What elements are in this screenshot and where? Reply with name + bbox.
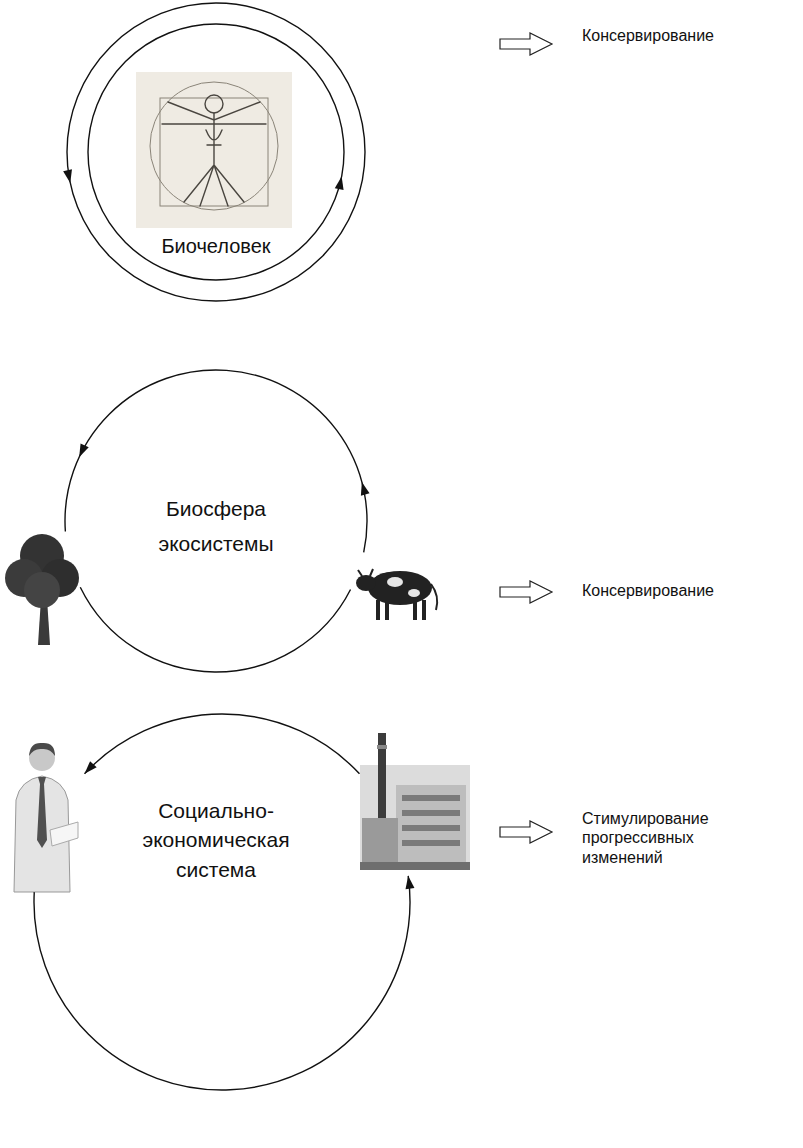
cycle-circle: Социально- экономическая система <box>34 714 410 1090</box>
circle-title: Социально- экономическая система <box>121 796 311 884</box>
cycle-arc <box>34 876 410 1090</box>
outcome-label: Консервирование <box>582 581 714 600</box>
cycle-arc <box>65 370 367 552</box>
hollow-arrow <box>500 33 552 55</box>
circle-title: Биочеловек <box>116 234 316 258</box>
factory-sky <box>360 765 470 870</box>
cow-leg <box>422 600 426 620</box>
factory-ground <box>360 862 470 870</box>
cycle-arrowhead <box>79 444 89 458</box>
cow-leg <box>385 600 389 620</box>
person-tie <box>37 777 47 848</box>
label-box: Стимулирование прогрессивных изменений <box>582 809 732 868</box>
cycle-circle: Биосфера экосистемы <box>65 370 367 672</box>
circle-text-box: Социально- экономическая система <box>121 796 311 884</box>
circle-text-box: Биочеловек <box>116 234 316 258</box>
circle-text-box: Биосфера экосистемы <box>146 492 286 561</box>
cow-body <box>368 571 432 605</box>
person-hair <box>29 743 55 756</box>
cow-tail <box>431 584 437 610</box>
cow-spot <box>408 589 420 597</box>
label-box: Консервирование <box>582 581 714 600</box>
cow-picture <box>356 569 437 620</box>
cow-leg <box>413 600 417 620</box>
factory-windows <box>402 825 460 831</box>
tree-crown <box>24 572 60 608</box>
factory-windows <box>402 810 460 816</box>
cycle-arc <box>88 24 344 280</box>
cycle-arrowhead <box>406 876 415 890</box>
outcome-label: Стимулирование прогрессивных изменений <box>582 809 732 868</box>
cycle-arrowhead <box>361 482 370 496</box>
cycle-arrowhead <box>335 176 344 190</box>
drawing-circle <box>150 82 278 210</box>
cycle-arc <box>80 587 350 672</box>
factory-building <box>396 785 466 865</box>
hollow-arrow <box>500 821 552 843</box>
circle-title: Биосфера экосистемы <box>146 492 286 561</box>
tree-picture <box>5 534 79 645</box>
hollow-arrow <box>500 581 552 603</box>
cycle-arc <box>67 3 365 301</box>
cycle-outline <box>34 714 410 1090</box>
cow-horns <box>358 569 373 576</box>
factory-picture <box>360 733 470 870</box>
outcome-label: Консервирование <box>582 26 714 45</box>
chimney-band <box>377 745 387 749</box>
cow-head <box>356 575 376 591</box>
factory-windows <box>402 840 460 846</box>
cycle-arrowhead <box>85 761 97 774</box>
cycle-arc <box>85 714 360 774</box>
cow-spot <box>387 577 403 587</box>
drawing-paper <box>136 72 292 228</box>
cycle-outline <box>65 370 367 672</box>
factory-windows <box>402 795 460 801</box>
cycle-circle: Биочеловек <box>67 3 365 301</box>
cycle-arrowhead <box>63 169 72 183</box>
cow-leg <box>376 600 380 620</box>
figure-head <box>205 95 223 113</box>
person-paper <box>50 822 78 846</box>
vitruvian-man <box>136 72 292 228</box>
drawing-square <box>160 98 268 206</box>
person-picture <box>14 743 78 892</box>
label-box: Консервирование <box>582 26 714 45</box>
factory-annex <box>362 818 398 865</box>
figure-body <box>162 102 266 206</box>
